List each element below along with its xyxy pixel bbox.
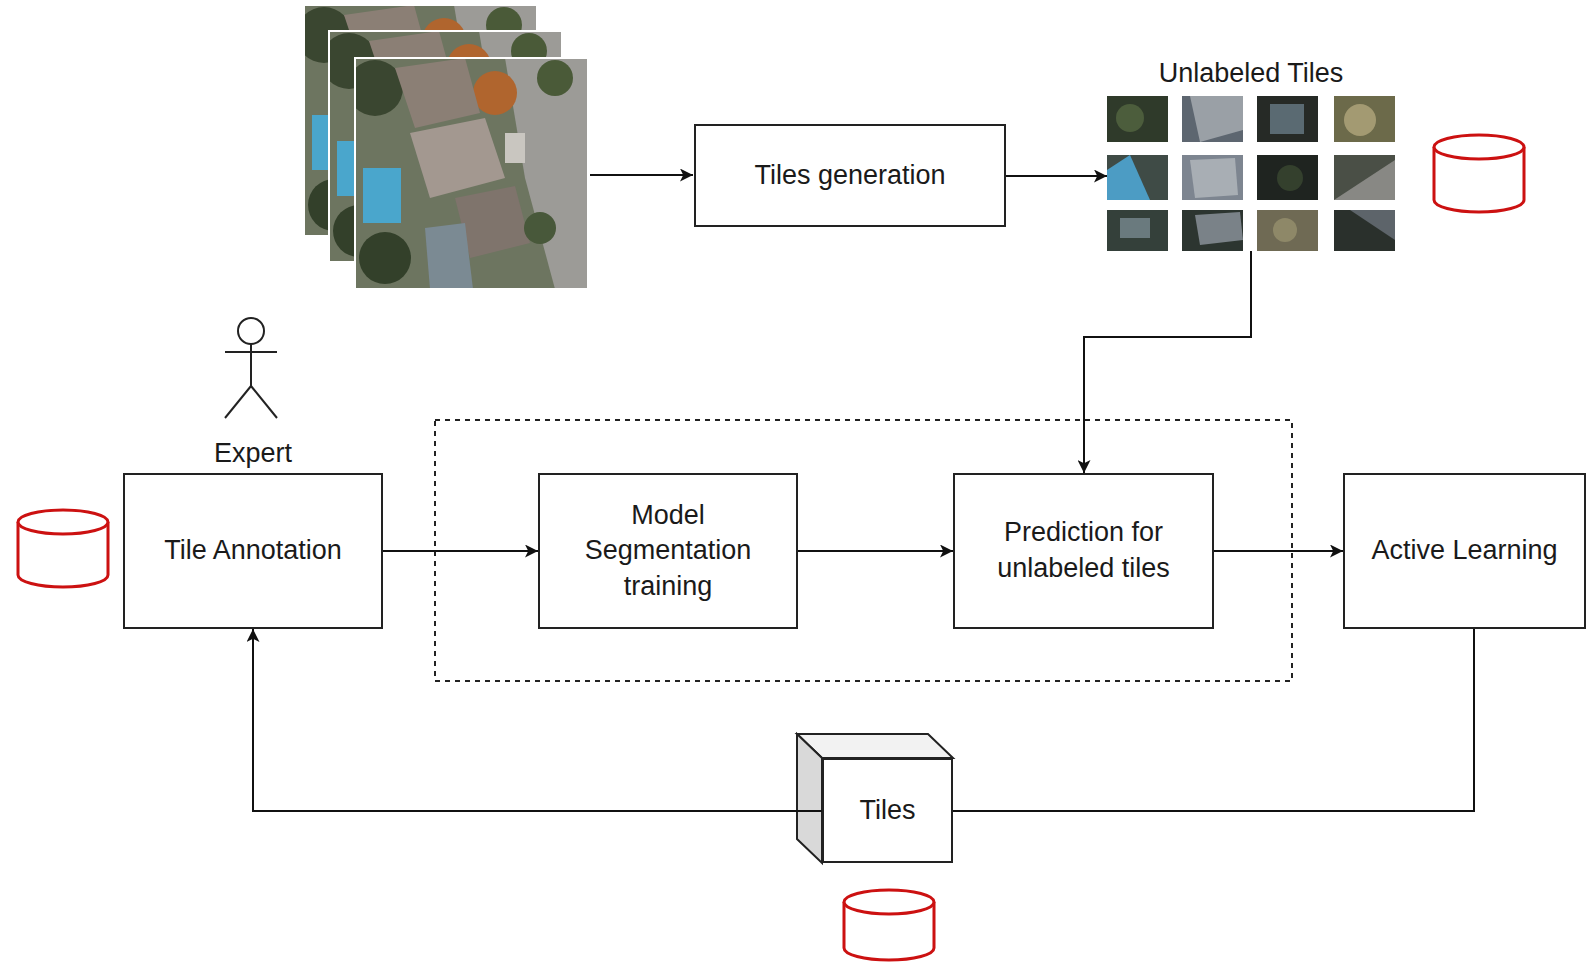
tile-detail	[1344, 104, 1376, 136]
tile-image	[1182, 210, 1243, 251]
tile-image	[1257, 96, 1318, 142]
actor-label: Expert	[193, 437, 313, 469]
tile-grid: Unlabeled Tiles	[1107, 54, 1395, 251]
expert-figure	[225, 318, 277, 418]
tile-detail	[1107, 155, 1150, 200]
node-text: Prediction for unlabeled tiles	[976, 515, 1191, 586]
tile-detail	[1190, 158, 1238, 198]
node-text: Tiles	[859, 793, 915, 829]
node-text: Unlabeled Tiles	[1159, 56, 1344, 92]
figure-leg	[251, 386, 277, 418]
node-text: Active Learning	[1371, 533, 1557, 569]
tile-image	[1107, 155, 1168, 200]
image-arrow	[590, 174, 693, 176]
tile-image	[1334, 96, 1395, 142]
flow-arrow	[1006, 175, 1107, 177]
aerial-image	[355, 58, 588, 289]
tile-image	[1334, 155, 1395, 200]
process-box: Model Segmentation training	[538, 473, 798, 629]
cube-box: Tiles	[822, 758, 953, 863]
tile-detail	[1195, 212, 1243, 245]
process-box: Active Learning	[1343, 473, 1586, 629]
node-text: Tiles generation	[754, 158, 945, 194]
node-text: Model Segmentation training	[568, 498, 768, 605]
tile-image	[1182, 155, 1243, 200]
tile-grid-images	[1107, 96, 1395, 251]
database-icons	[18, 135, 1524, 960]
tile-detail	[1120, 218, 1150, 238]
node-text: Tile Annotation	[164, 533, 342, 569]
tile-detail	[1190, 96, 1243, 142]
cube-top	[797, 734, 953, 758]
cube-side	[797, 734, 822, 863]
flow-arrow	[1214, 550, 1343, 552]
tile-image	[1107, 96, 1168, 142]
flow-arrow	[798, 550, 953, 552]
database-icon	[1434, 135, 1524, 159]
tile-image	[1107, 210, 1168, 251]
process-box: Tile Annotation	[123, 473, 383, 629]
aerial-image	[355, 58, 588, 289]
figure-body	[250, 344, 252, 386]
tile-detail	[1270, 104, 1304, 134]
process-box: Prediction for unlabeled tiles	[953, 473, 1214, 629]
flow-arrow	[253, 629, 822, 811]
group-outline	[435, 420, 1292, 681]
figure-arms	[225, 351, 277, 353]
figure-head	[238, 318, 264, 344]
tile-detail	[1273, 218, 1297, 242]
process-box: Tiles generation	[694, 124, 1006, 227]
image-border	[355, 58, 588, 289]
tile-image	[1334, 210, 1395, 251]
database-icon	[18, 510, 108, 534]
figure-leg	[225, 386, 251, 418]
flow-arrow	[953, 629, 1474, 811]
database-icon	[844, 890, 934, 914]
tile-detail	[1277, 165, 1303, 191]
tile-image	[1257, 155, 1318, 200]
tile-image	[1182, 96, 1243, 142]
connectors	[253, 176, 1474, 811]
tile-detail	[1334, 160, 1395, 200]
tile-detail	[1350, 210, 1395, 240]
aerial-image-stack	[296, 5, 588, 289]
flow-arrow	[383, 550, 538, 552]
tile-detail	[1116, 104, 1144, 132]
flow-arrow	[1084, 251, 1251, 473]
tile-image	[1257, 210, 1318, 251]
cube-faces	[797, 734, 953, 863]
